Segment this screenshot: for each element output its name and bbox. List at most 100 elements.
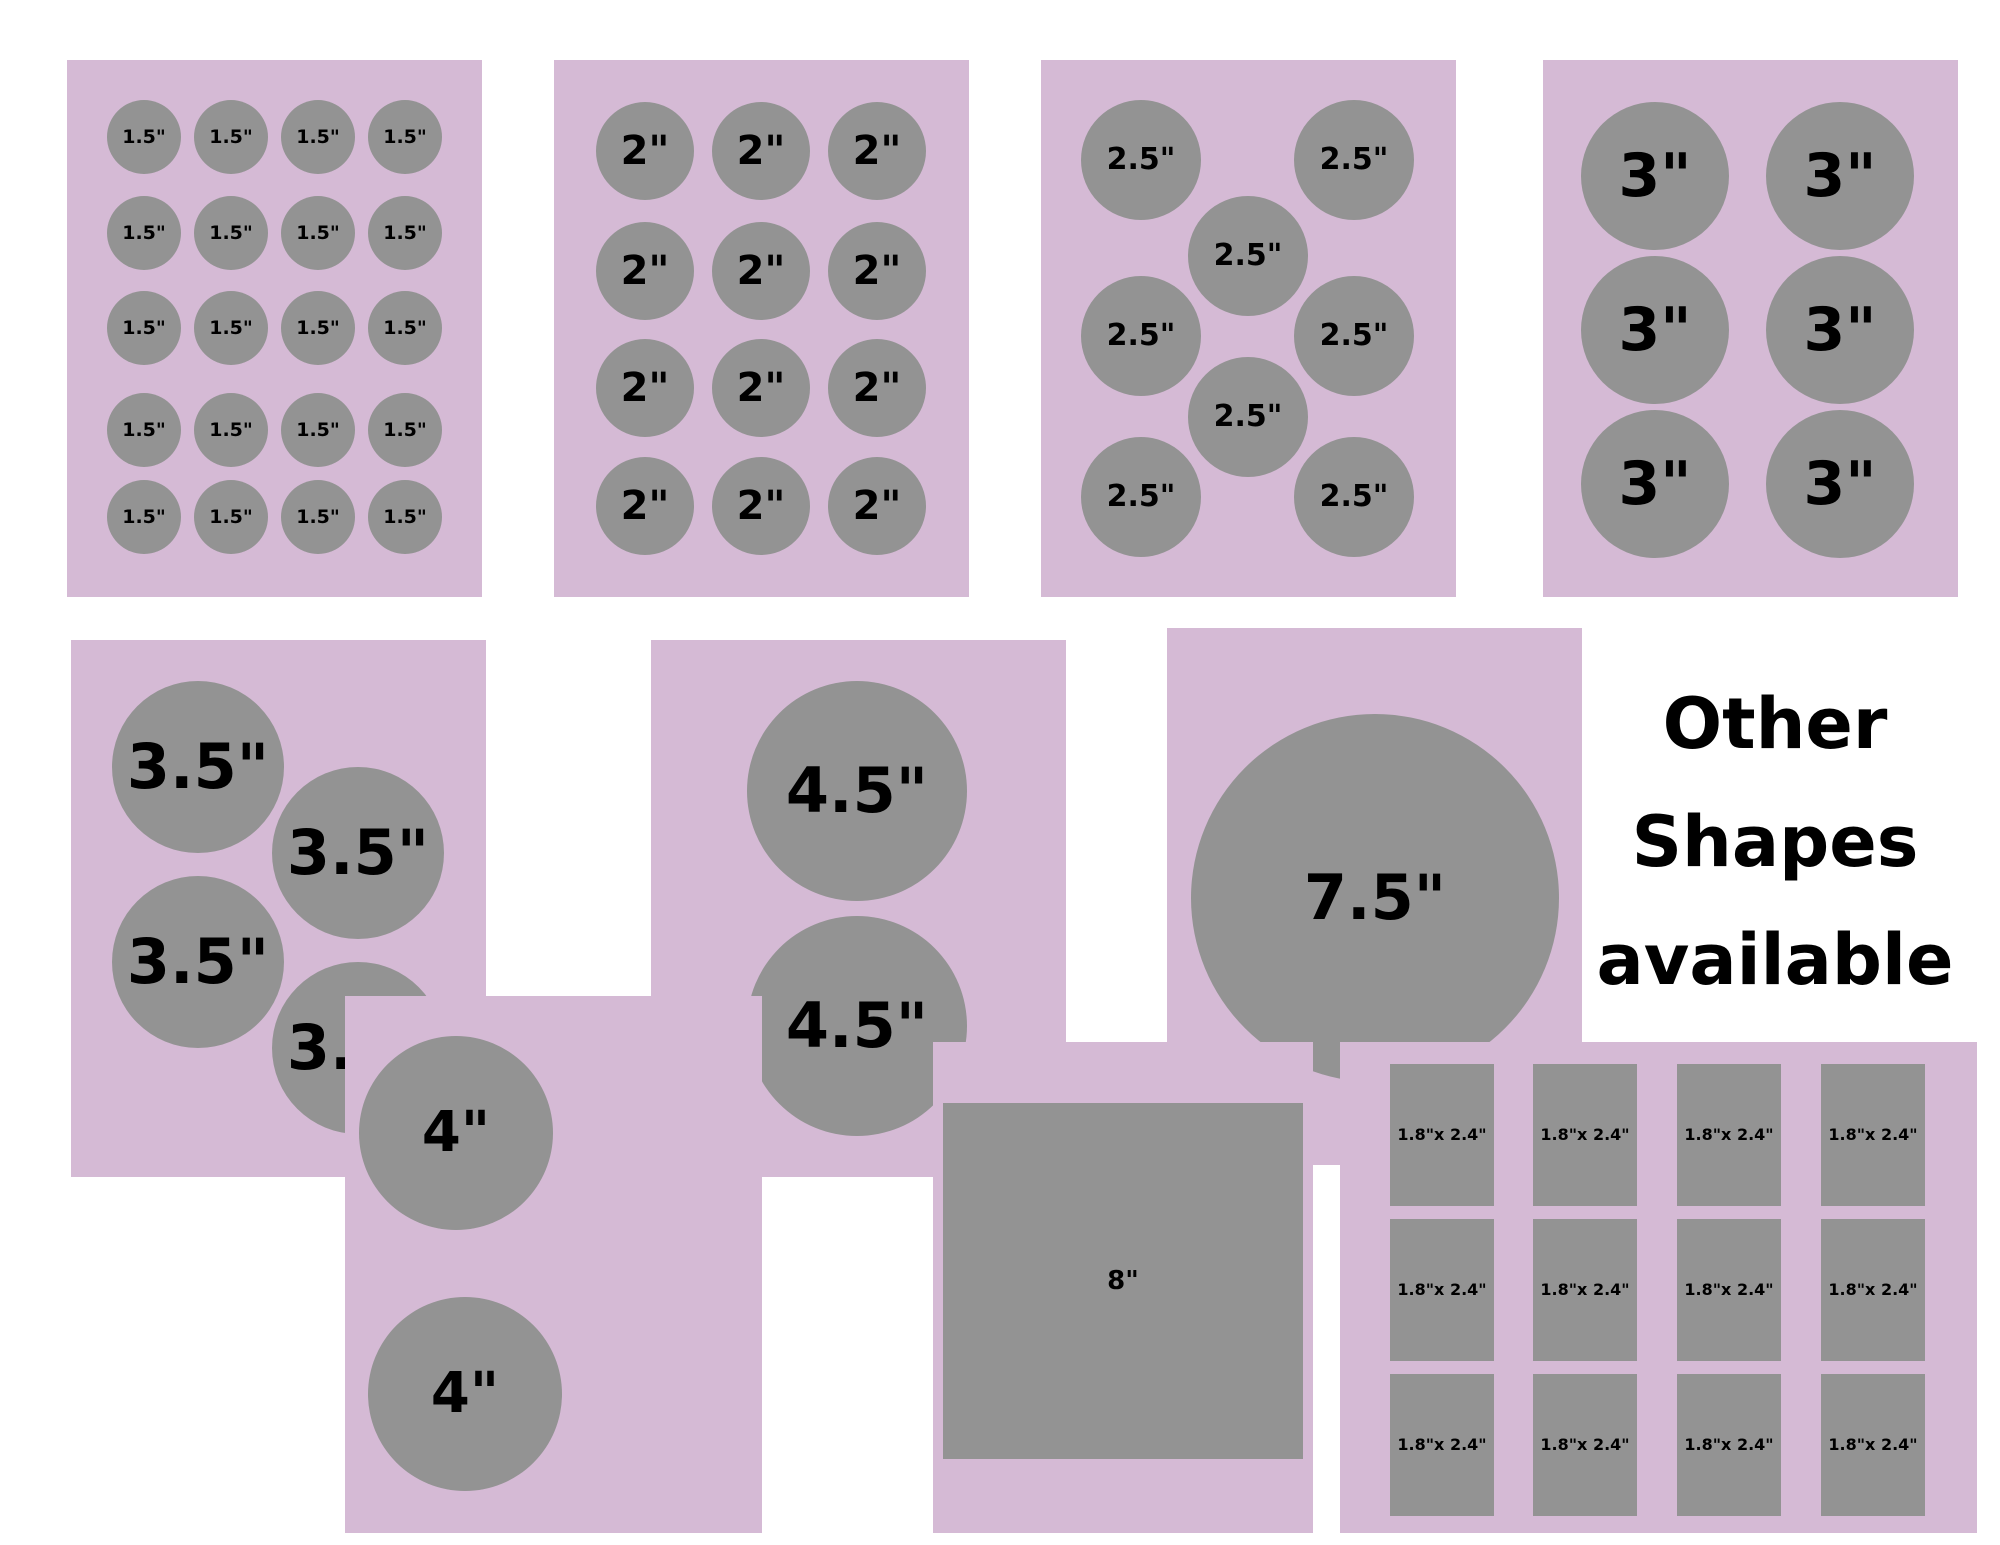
size-label: 2" [620,248,670,294]
sheet-3in: 3"3"3"3"3"3" [1543,60,1958,597]
sheet-1-5in-circle: 1.5" [281,291,355,365]
sheet-1-5in-circle: 1.5" [107,291,181,365]
sheet-1-8x2-4in-rectangle: 1.8"x 2.4" [1677,1219,1781,1361]
sheet-1-8x2-4in-rectangle: 1.8"x 2.4" [1821,1374,1925,1516]
sheet-3in-circle: 3" [1581,102,1729,250]
sheet-1-5in-circle: 1.5" [368,480,442,554]
other-shapes-note-line-2: Shapes [1631,801,1919,883]
sheet-2-5in-circle: 2.5" [1081,100,1201,220]
size-label: 3.5" [126,730,270,803]
sheet-4-5in: 4.5" 4.5" [651,640,1066,1177]
size-label: 2" [852,128,902,174]
size-label: 2" [736,365,786,411]
sheet-1-5in-circle: 1.5" [368,100,442,174]
size-label: 2.5" [1106,142,1176,177]
size-label: 1.5" [122,221,166,244]
sheet-2-5in-circle: 2.5" [1294,100,1414,220]
other-shapes-note: Other Shapes available [1570,665,1980,1019]
sheet-3in-circle: 3" [1766,102,1914,250]
size-label: 2.5" [1213,238,1283,273]
size-label: 8" [1107,1266,1139,1296]
size-label: 1.8"x 2.4" [1828,1280,1918,1299]
sheet-2in-circle: 2" [828,222,926,320]
size-label: 1.8"x 2.4" [1540,1435,1630,1454]
size-label: 2" [620,483,670,529]
size-label: 2" [620,365,670,411]
size-label: 2" [736,483,786,529]
size-label: 3" [1618,141,1692,211]
size-label: 1.5" [122,418,166,441]
sheet-2-5in-circle: 2.5" [1081,437,1201,557]
sheet-3-5in-circle: 3.5" [272,767,444,939]
sheet-1-5in-circle: 1.5" [194,393,268,467]
sheet-7-5in-circle: 7.5" [1191,714,1559,1082]
sheet-2in-circle: 2" [596,102,694,200]
size-label: 3" [1803,141,1877,211]
sheet-2in-circle: 2" [712,222,810,320]
size-label: 3" [1618,295,1692,365]
size-label: 2.5" [1106,479,1176,514]
size-label: 3" [1803,295,1877,365]
size-label: 2" [736,128,786,174]
sheet-3in-circle: 3" [1766,410,1914,558]
sheet-1-5in-circle: 1.5" [107,393,181,467]
sheet-1-5in-circle: 1.5" [107,100,181,174]
sheet-1-8x2-4in-rectangle: 1.8"x 2.4" [1533,1374,1637,1516]
size-label: 1.5" [122,505,166,528]
sheet-2in-circle: 2" [712,102,810,200]
sheet-2in-circle: 2" [828,457,926,555]
size-label: 1.5" [122,316,166,339]
other-shapes-note-line-1: Other [1662,683,1888,765]
sheet-3in-circle: 3" [1581,410,1729,558]
size-label: 2" [852,248,902,294]
size-label: 2.5" [1319,318,1389,353]
sheet-3-5in-circle: 3.5" [112,876,284,1048]
size-label: 2" [852,365,902,411]
sheet-1-5in: 1.5"1.5"1.5"1.5"1.5"1.5"1.5"1.5"1.5"1.5"… [67,60,482,597]
sheet-1-8x2-4in-rectangle: 1.8"x 2.4" [1533,1064,1637,1206]
size-label: 2" [852,483,902,529]
sheet-2in-circle: 2" [828,102,926,200]
sheet-1-5in-circle: 1.5" [194,291,268,365]
size-label: 1.5" [383,221,427,244]
sheet-2-5in-circle: 2.5" [1081,276,1201,396]
sheet-2-5in-circle: 2.5" [1294,437,1414,557]
sheet-2in-circle: 2" [596,339,694,437]
sheet-2in-circle: 2" [596,457,694,555]
sheet-4in-circle: 4" [359,1036,553,1230]
size-label: 2" [736,248,786,294]
size-label: 1.8"x 2.4" [1540,1125,1630,1144]
size-label: 1.5" [122,125,166,148]
sheet-2-5in-circle: 2.5" [1188,196,1308,316]
sheet-2in-circle: 2" [828,339,926,437]
sheet-1-8x2-4in: 1.8"x 2.4" 1.8"x 2.4" 1.8"x 2.4" 1.8"x 2.4"… [1340,1042,1977,1533]
size-label: 1.5" [383,316,427,339]
sheet-4-5in-circle: 4.5" [747,916,967,1136]
sheet-1-5in-circle: 1.5" [368,291,442,365]
sheet-1-5in-circle: 1.5" [107,196,181,270]
sheet-1-8x2-4in-rectangle: 1.8"x 2.4" [1533,1219,1637,1361]
sheet-1-8x2-4in-rectangle: 1.8"x 2.4" [1390,1064,1494,1206]
sheet-8in: 8" [933,1042,1313,1533]
size-label: 4.5" [785,754,929,827]
size-label: 1.8"x 2.4" [1684,1125,1774,1144]
sheet-1-8x2-4in-rectangle: 1.8"x 2.4" [1677,1064,1781,1206]
sheet-1-8x2-4in-rectangle: 1.8"x 2.4" [1390,1219,1494,1361]
sheet-1-5in-circle: 1.5" [194,196,268,270]
size-label: 1.5" [209,418,253,441]
sheet-3-5in-circle: 3.5" [112,681,284,853]
size-label: 1.5" [296,505,340,528]
size-label: 2.5" [1213,399,1283,434]
sheet-1-5in-circle: 1.5" [281,100,355,174]
size-label: 1.5" [383,505,427,528]
sheet-2-5in-circle: 2.5" [1188,357,1308,477]
size-label: 1.5" [296,418,340,441]
sheet-2-5in: 2.5" 2.5" 2.5" 2.5" 2.5" 2.5" 2.5" 2.5" [1041,60,1456,597]
sheet-4in: 4"4" [345,996,762,1533]
size-label: 3.5" [286,816,430,889]
size-label: 1.8"x 2.4" [1397,1280,1487,1299]
size-label: 1.5" [209,316,253,339]
sheet-1-5in-circle: 1.5" [194,480,268,554]
other-shapes-note-line-3: available [1596,919,1954,1001]
size-label: 2.5" [1319,142,1389,177]
